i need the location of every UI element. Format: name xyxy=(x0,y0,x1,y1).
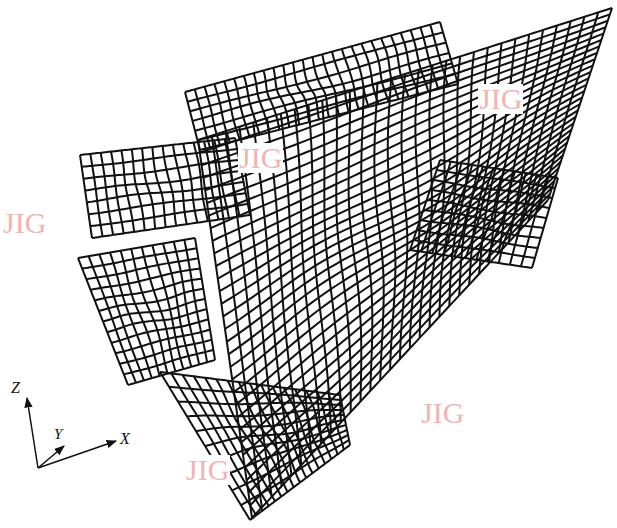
mesh-line xyxy=(187,410,343,417)
mesh-line xyxy=(241,440,349,505)
watermark: JIG xyxy=(420,398,465,428)
mesh-line xyxy=(214,425,346,461)
axis-label: Y xyxy=(53,427,63,442)
mesh-line xyxy=(227,110,578,341)
watermark: JIG xyxy=(185,455,230,485)
surface-mesh xyxy=(78,8,612,520)
mesh-line xyxy=(95,279,202,301)
mesh-line xyxy=(413,240,535,258)
mesh-line xyxy=(521,176,547,266)
mesh-line xyxy=(238,149,565,417)
mesh-line xyxy=(410,250,532,268)
mesh-line xyxy=(236,142,567,404)
mesh-line xyxy=(437,170,555,188)
mesh-line xyxy=(247,181,555,480)
mesh-line xyxy=(250,445,350,520)
mesh-line xyxy=(322,100,341,422)
watermark: JIG xyxy=(2,208,47,238)
mesh-line xyxy=(193,53,450,121)
mesh-line xyxy=(454,167,483,257)
mesh-line xyxy=(78,238,195,258)
axis-label: X xyxy=(119,431,131,447)
mesh-line xyxy=(430,190,549,208)
mesh-line xyxy=(99,289,203,311)
mesh-line xyxy=(160,372,340,395)
mesh-line xyxy=(499,173,526,263)
mesh-line xyxy=(196,415,344,431)
mesh-line xyxy=(91,269,201,290)
mesh-line xyxy=(218,78,589,278)
mesh-line xyxy=(214,66,593,254)
mesh-line xyxy=(241,162,561,443)
mesh-line xyxy=(510,175,537,265)
mesh-line xyxy=(116,330,211,354)
mesh-line xyxy=(107,309,207,332)
watermark: JIG xyxy=(238,143,283,173)
x-axis xyxy=(38,441,116,468)
mesh-line xyxy=(420,220,541,238)
watermark: JIG xyxy=(478,84,523,114)
mesh-line xyxy=(82,248,197,268)
mesh-line xyxy=(417,230,538,248)
mesh-line xyxy=(194,376,269,506)
mesh-line xyxy=(86,258,198,279)
mesh-line xyxy=(427,200,547,218)
mesh-line xyxy=(205,420,345,446)
mesh-line xyxy=(433,180,552,198)
mesh-line xyxy=(185,22,440,92)
mesh-line xyxy=(200,14,610,152)
mesh-line xyxy=(232,435,348,490)
z-axis xyxy=(27,398,38,468)
mesh-line xyxy=(440,160,558,178)
mesh-line xyxy=(423,210,543,228)
mesh-line xyxy=(248,187,552,493)
mesh-line xyxy=(532,178,558,268)
mesh-line xyxy=(178,402,342,405)
mesh-line xyxy=(234,136,569,392)
mesh-line xyxy=(169,387,341,400)
axis-label: Z xyxy=(10,380,21,396)
mesh-line xyxy=(477,170,505,260)
y-axis xyxy=(38,446,64,468)
mesh-line xyxy=(232,130,571,380)
mesh-line xyxy=(103,299,205,322)
mesh-line xyxy=(120,340,212,364)
mesh-line xyxy=(111,319,208,342)
mesh-line xyxy=(465,168,493,258)
axis-triad xyxy=(27,398,116,468)
mesh-line xyxy=(488,171,515,261)
mesh-line xyxy=(124,350,213,375)
